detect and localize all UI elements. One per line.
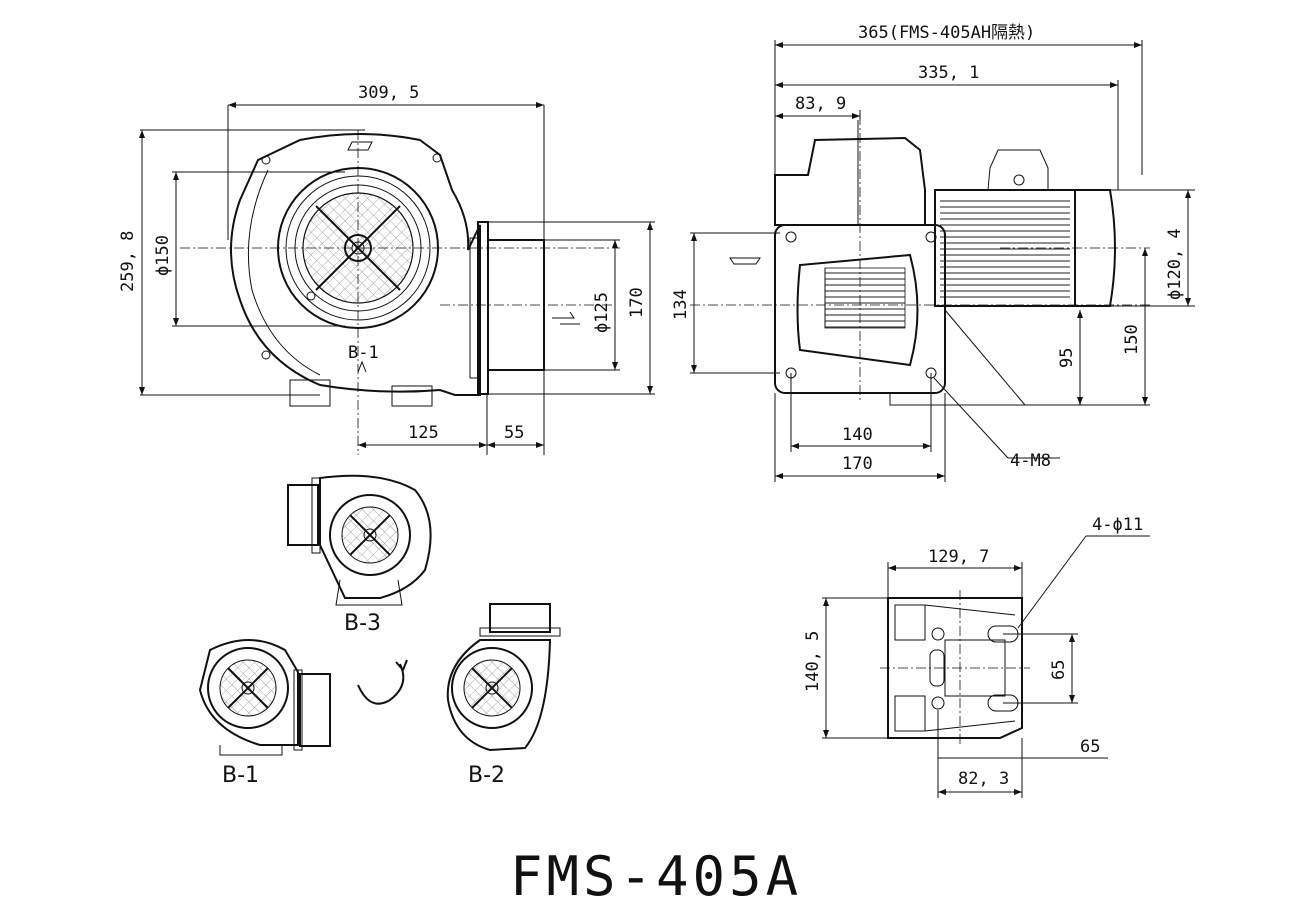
rotation-arrow: [357, 659, 408, 705]
orientation-b1: B-1: [198, 639, 331, 788]
length-dim: 335, 1: [918, 63, 979, 83]
flange-width-dim: 170: [842, 454, 873, 474]
front-width-dim: 309, 5: [358, 83, 419, 103]
motor-diameter-dim: ϕ120, 4: [1165, 228, 1185, 300]
label-b2: B-2: [468, 763, 505, 788]
label-b1: B-1: [222, 763, 259, 788]
dim-83-9: 83, 9: [795, 94, 846, 114]
hole-spacing-v-dim: 65: [1049, 660, 1069, 680]
orientation-b2: B-2: [446, 603, 561, 788]
dim-95: 95: [1057, 348, 1077, 368]
base-offset-dim: 82, 3: [958, 769, 1009, 789]
outlet-diameter-dim: ϕ125: [592, 292, 612, 333]
hole-spacing-h-dim: 65: [1080, 737, 1100, 757]
total-length-dim: 365(FMS-405AH隔熱): [858, 23, 1035, 43]
orientation-b3: B-3: [287, 474, 432, 636]
hole-label: 4-ϕ11: [1092, 515, 1143, 535]
front-view: B-1 309, 5 259, 8 ϕ150 ϕ125 170 125 55: [118, 83, 655, 455]
svg-text:B-1: B-1: [348, 343, 379, 363]
base-height-dim: 140, 5: [803, 631, 823, 692]
bolt-label: 4-M8: [1010, 451, 1051, 471]
flange-height-dim: 134: [671, 289, 691, 320]
dim-55: 55: [504, 423, 524, 443]
label-b3: B-3: [344, 611, 381, 636]
dim-125: 125: [408, 423, 439, 443]
dim-150: 150: [1122, 324, 1142, 355]
outlet-height-dim: 170: [627, 287, 647, 318]
inlet-diameter-dim: ϕ150: [153, 235, 173, 276]
front-height-dim: 259, 8: [118, 231, 138, 292]
base-view: 129, 7 140, 5 65 65 82, 3 4-ϕ11: [803, 515, 1150, 798]
model-title: FMS-405A: [510, 845, 802, 904]
base-width-dim: 129, 7: [928, 547, 989, 567]
side-view: 365(FMS-405AH隔熱) 335, 1 83, 9 134 ϕ120, …: [671, 23, 1195, 482]
bolt-spacing-dim: 140: [842, 425, 873, 445]
